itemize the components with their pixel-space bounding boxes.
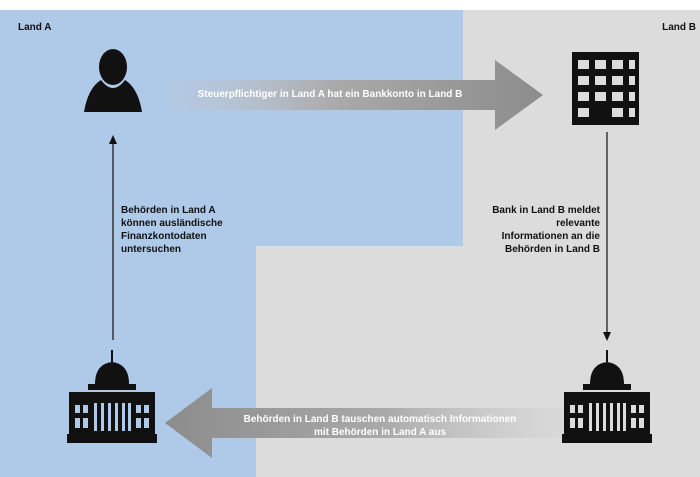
land-b-title: Land B — [662, 22, 696, 33]
left-arrowhead — [109, 135, 117, 144]
land-b-region — [256, 10, 700, 477]
right-arrowhead — [603, 332, 611, 341]
bottom-arrow-text-line2: mit Behörden in Land A aus — [313, 427, 447, 438]
government-building-icon-b — [562, 350, 652, 443]
land-a-region — [0, 10, 463, 477]
bank-building-icon — [572, 52, 639, 125]
bottom-arrow-text-line1: Behörden in Land B tauschen automatisch … — [243, 414, 517, 425]
top-arrow — [168, 60, 543, 130]
government-building-icon-a — [67, 350, 157, 443]
person-icon — [84, 49, 142, 112]
top-arrow-text: Steuerpflichtiger in Land A hat ein Bank… — [197, 89, 463, 100]
bottom-arrow — [165, 388, 563, 458]
right-label: Bank in Land B meldet relevante Informat… — [492, 205, 600, 255]
land-a-title: Land A — [18, 22, 52, 33]
left-label: Behörden in Land A können ausländische F… — [121, 205, 223, 255]
